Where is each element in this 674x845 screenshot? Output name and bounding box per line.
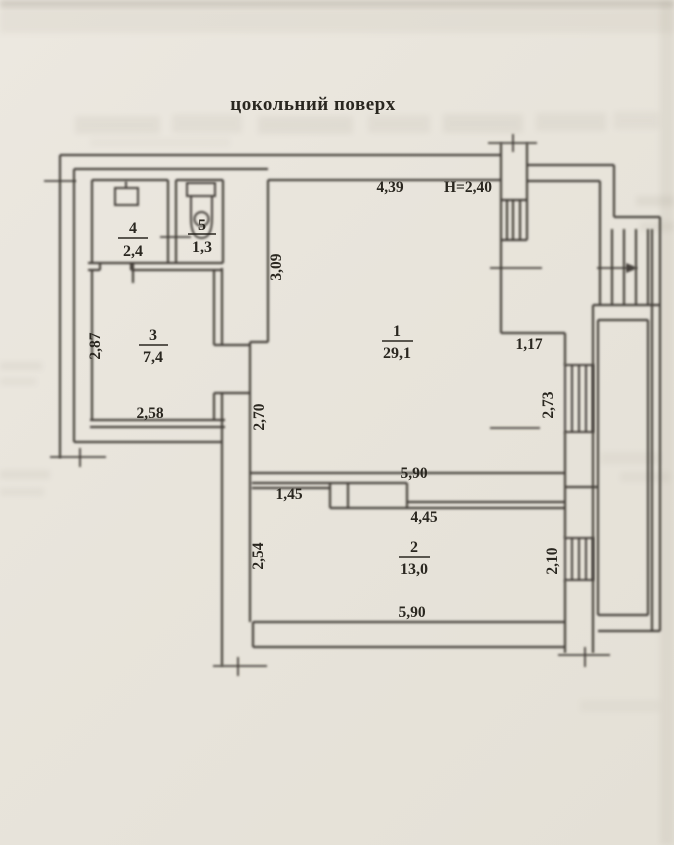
tick-bottom-right bbox=[558, 647, 610, 667]
room-1-label: 1 29,1 bbox=[382, 323, 413, 362]
room-3-number: 3 bbox=[149, 327, 157, 344]
room1-window-icon bbox=[564, 364, 594, 433]
dim-room1-bottom-width: 5,90 bbox=[400, 465, 427, 482]
room-4-label: 4 2,4 bbox=[118, 220, 148, 260]
dim-room1-right-step: 1,17 bbox=[515, 336, 542, 353]
staircase-walls bbox=[527, 163, 660, 307]
room-1-walls bbox=[248, 178, 567, 653]
room-2-number: 2 bbox=[410, 539, 418, 556]
room-2-label: 2 13,0 bbox=[399, 539, 430, 578]
room-5-walls bbox=[174, 178, 225, 263]
dim-room3-bottom-width: 2,58 bbox=[136, 405, 163, 422]
partition-room1-room2 bbox=[252, 481, 565, 510]
stair-shaft-walls bbox=[565, 217, 662, 653]
section-ticks bbox=[44, 134, 610, 676]
dim-partition-offset: 1,45 bbox=[275, 486, 302, 503]
dim-room1-right-height: 2,73 bbox=[540, 391, 557, 418]
windows bbox=[564, 364, 594, 581]
stair-direction-arrow bbox=[490, 263, 638, 273]
walls bbox=[58, 143, 662, 666]
room-5-area: 1,3 bbox=[192, 239, 212, 256]
dim-room2-left-height: 2,54 bbox=[250, 542, 267, 569]
dim-room2-bottom-width: 5,90 bbox=[398, 604, 425, 621]
room-3-area: 7,4 bbox=[143, 349, 163, 366]
room-4-number: 4 bbox=[129, 220, 137, 237]
dim-room1-left-height: 3,09 bbox=[268, 253, 285, 280]
room-4-area: 2,4 bbox=[123, 243, 143, 260]
dim-room3-left-height: 2,87 bbox=[87, 332, 104, 359]
room-1-number: 1 bbox=[393, 323, 401, 340]
room-5-label: 5 1,3 bbox=[188, 217, 216, 256]
room-5-number: 5 bbox=[198, 217, 206, 234]
tick-bottom-left bbox=[213, 657, 267, 676]
fixtures bbox=[114, 181, 216, 240]
dim-room1-top-width: 4,39 bbox=[376, 179, 403, 196]
room-3-label: 3 7,4 bbox=[139, 327, 168, 366]
toilet-icon bbox=[186, 182, 216, 240]
room2-window-icon bbox=[564, 537, 594, 581]
dim-room2-right-height: 2,10 bbox=[544, 547, 561, 574]
room-2-walls bbox=[251, 620, 565, 649]
room-1-area: 29,1 bbox=[383, 345, 411, 362]
page-title: цокольний поверх bbox=[230, 94, 395, 115]
dim-niche-height: 2,70 bbox=[251, 403, 268, 430]
sink-icon bbox=[114, 181, 139, 206]
dim-ceiling-height: H=2,40 bbox=[444, 179, 492, 196]
tick-top-right bbox=[488, 134, 537, 152]
room-2-area: 13,0 bbox=[400, 561, 428, 578]
entry-steps bbox=[499, 143, 529, 242]
tick-left-bottom bbox=[50, 448, 106, 467]
room-4-walls bbox=[90, 178, 170, 263]
dim-room2-top-width: 4,45 bbox=[410, 509, 437, 526]
room-3-walls bbox=[90, 268, 250, 666]
